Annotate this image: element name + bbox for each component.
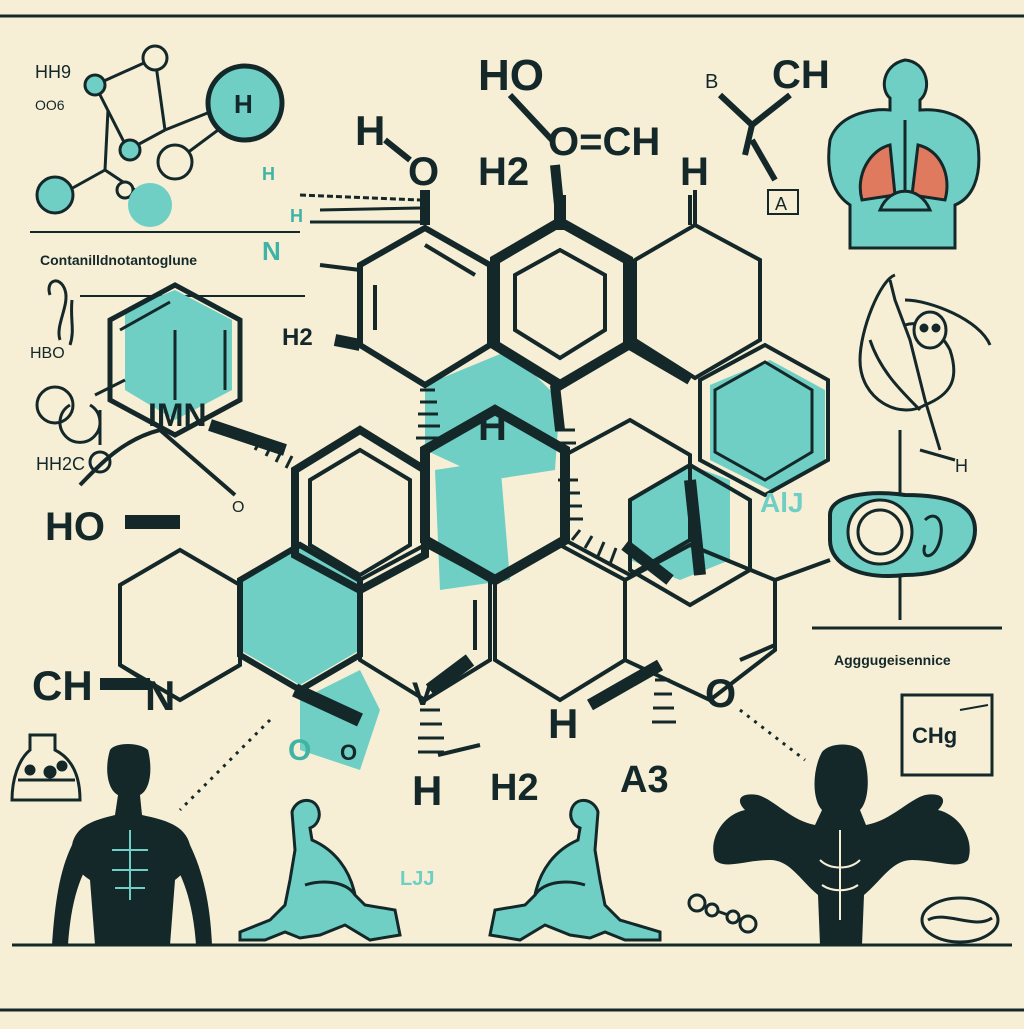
- label-oo6: OO6: [35, 97, 65, 113]
- body-figure-left: [52, 744, 212, 945]
- lungs-torso-icon: [827, 58, 981, 250]
- label-h-upper: H: [355, 107, 385, 154]
- label-v: V: [412, 676, 434, 712]
- label-lj-teal: LJJ: [400, 868, 434, 890]
- abs-detail: [112, 830, 148, 900]
- label-b: B: [705, 71, 718, 93]
- label-o-upper: O: [408, 150, 439, 194]
- back-muscle-detail: [819, 830, 861, 920]
- flask-icon: [10, 733, 82, 802]
- label-box-a: [767, 189, 799, 215]
- label-h-center: H: [478, 405, 507, 449]
- label-o-teal-bottom: O: [288, 734, 311, 767]
- chg-box: [900, 693, 994, 777]
- label-ch-bottom: CH: [32, 662, 93, 709]
- label-h-right: H: [680, 150, 709, 194]
- label-a-box: A: [775, 194, 787, 214]
- label-h-teal1: H: [262, 164, 275, 184]
- label-h2-mid: H2: [282, 324, 313, 351]
- bond-ho-o: [507, 92, 555, 143]
- label-h-bottom: H: [412, 767, 442, 814]
- ball-stick-molecule: [35, 44, 285, 227]
- label-h-teal2: H: [290, 206, 303, 226]
- label-h2-top: H2: [478, 150, 529, 194]
- label-ho-big: HO: [45, 505, 105, 549]
- label-ho-top: HO: [478, 51, 544, 100]
- right-fragments: [812, 273, 1002, 630]
- label-h-mid-bottom: H: [548, 700, 578, 747]
- label-h2-bottom: H2: [490, 767, 539, 809]
- dumbbell-icon: [687, 893, 758, 934]
- dotted-connectors: [178, 708, 806, 812]
- kneeling-figure-right: [488, 798, 662, 942]
- label-hbo: HBO: [30, 345, 65, 362]
- label-ch-top: CH: [772, 53, 830, 97]
- label-al-teal: AlJ: [760, 487, 804, 518]
- caption-right: Agggugeisennice: [834, 652, 951, 668]
- label-a3: A3: [620, 759, 669, 801]
- label-o-bottom2: O: [340, 740, 357, 765]
- bond-ch-branch: [717, 92, 792, 182]
- label-n-teal: N: [262, 236, 281, 266]
- bond-ho-bar: [125, 515, 180, 529]
- kneeling-figure-left: [238, 798, 402, 942]
- label-hh9: HH9: [35, 62, 71, 82]
- label-och: O=CH: [548, 120, 660, 164]
- caption-top-left: Contanilldnotantoglune: [40, 252, 197, 268]
- label-n-bottom: N: [145, 672, 175, 719]
- label-o-right: O: [705, 672, 736, 716]
- label-h-circle: H: [234, 89, 253, 119]
- label-o-small: O: [232, 499, 244, 516]
- label-imn: IMN: [148, 397, 207, 433]
- ring-network: [107, 193, 831, 770]
- label-hhc: HH2C: [36, 454, 85, 474]
- body-figure-right: [713, 744, 970, 945]
- label-h-right-body: H: [955, 456, 968, 476]
- left-fragments: [35, 279, 237, 497]
- pill-icon: [920, 896, 1000, 944]
- label-chg: CHg: [912, 723, 957, 748]
